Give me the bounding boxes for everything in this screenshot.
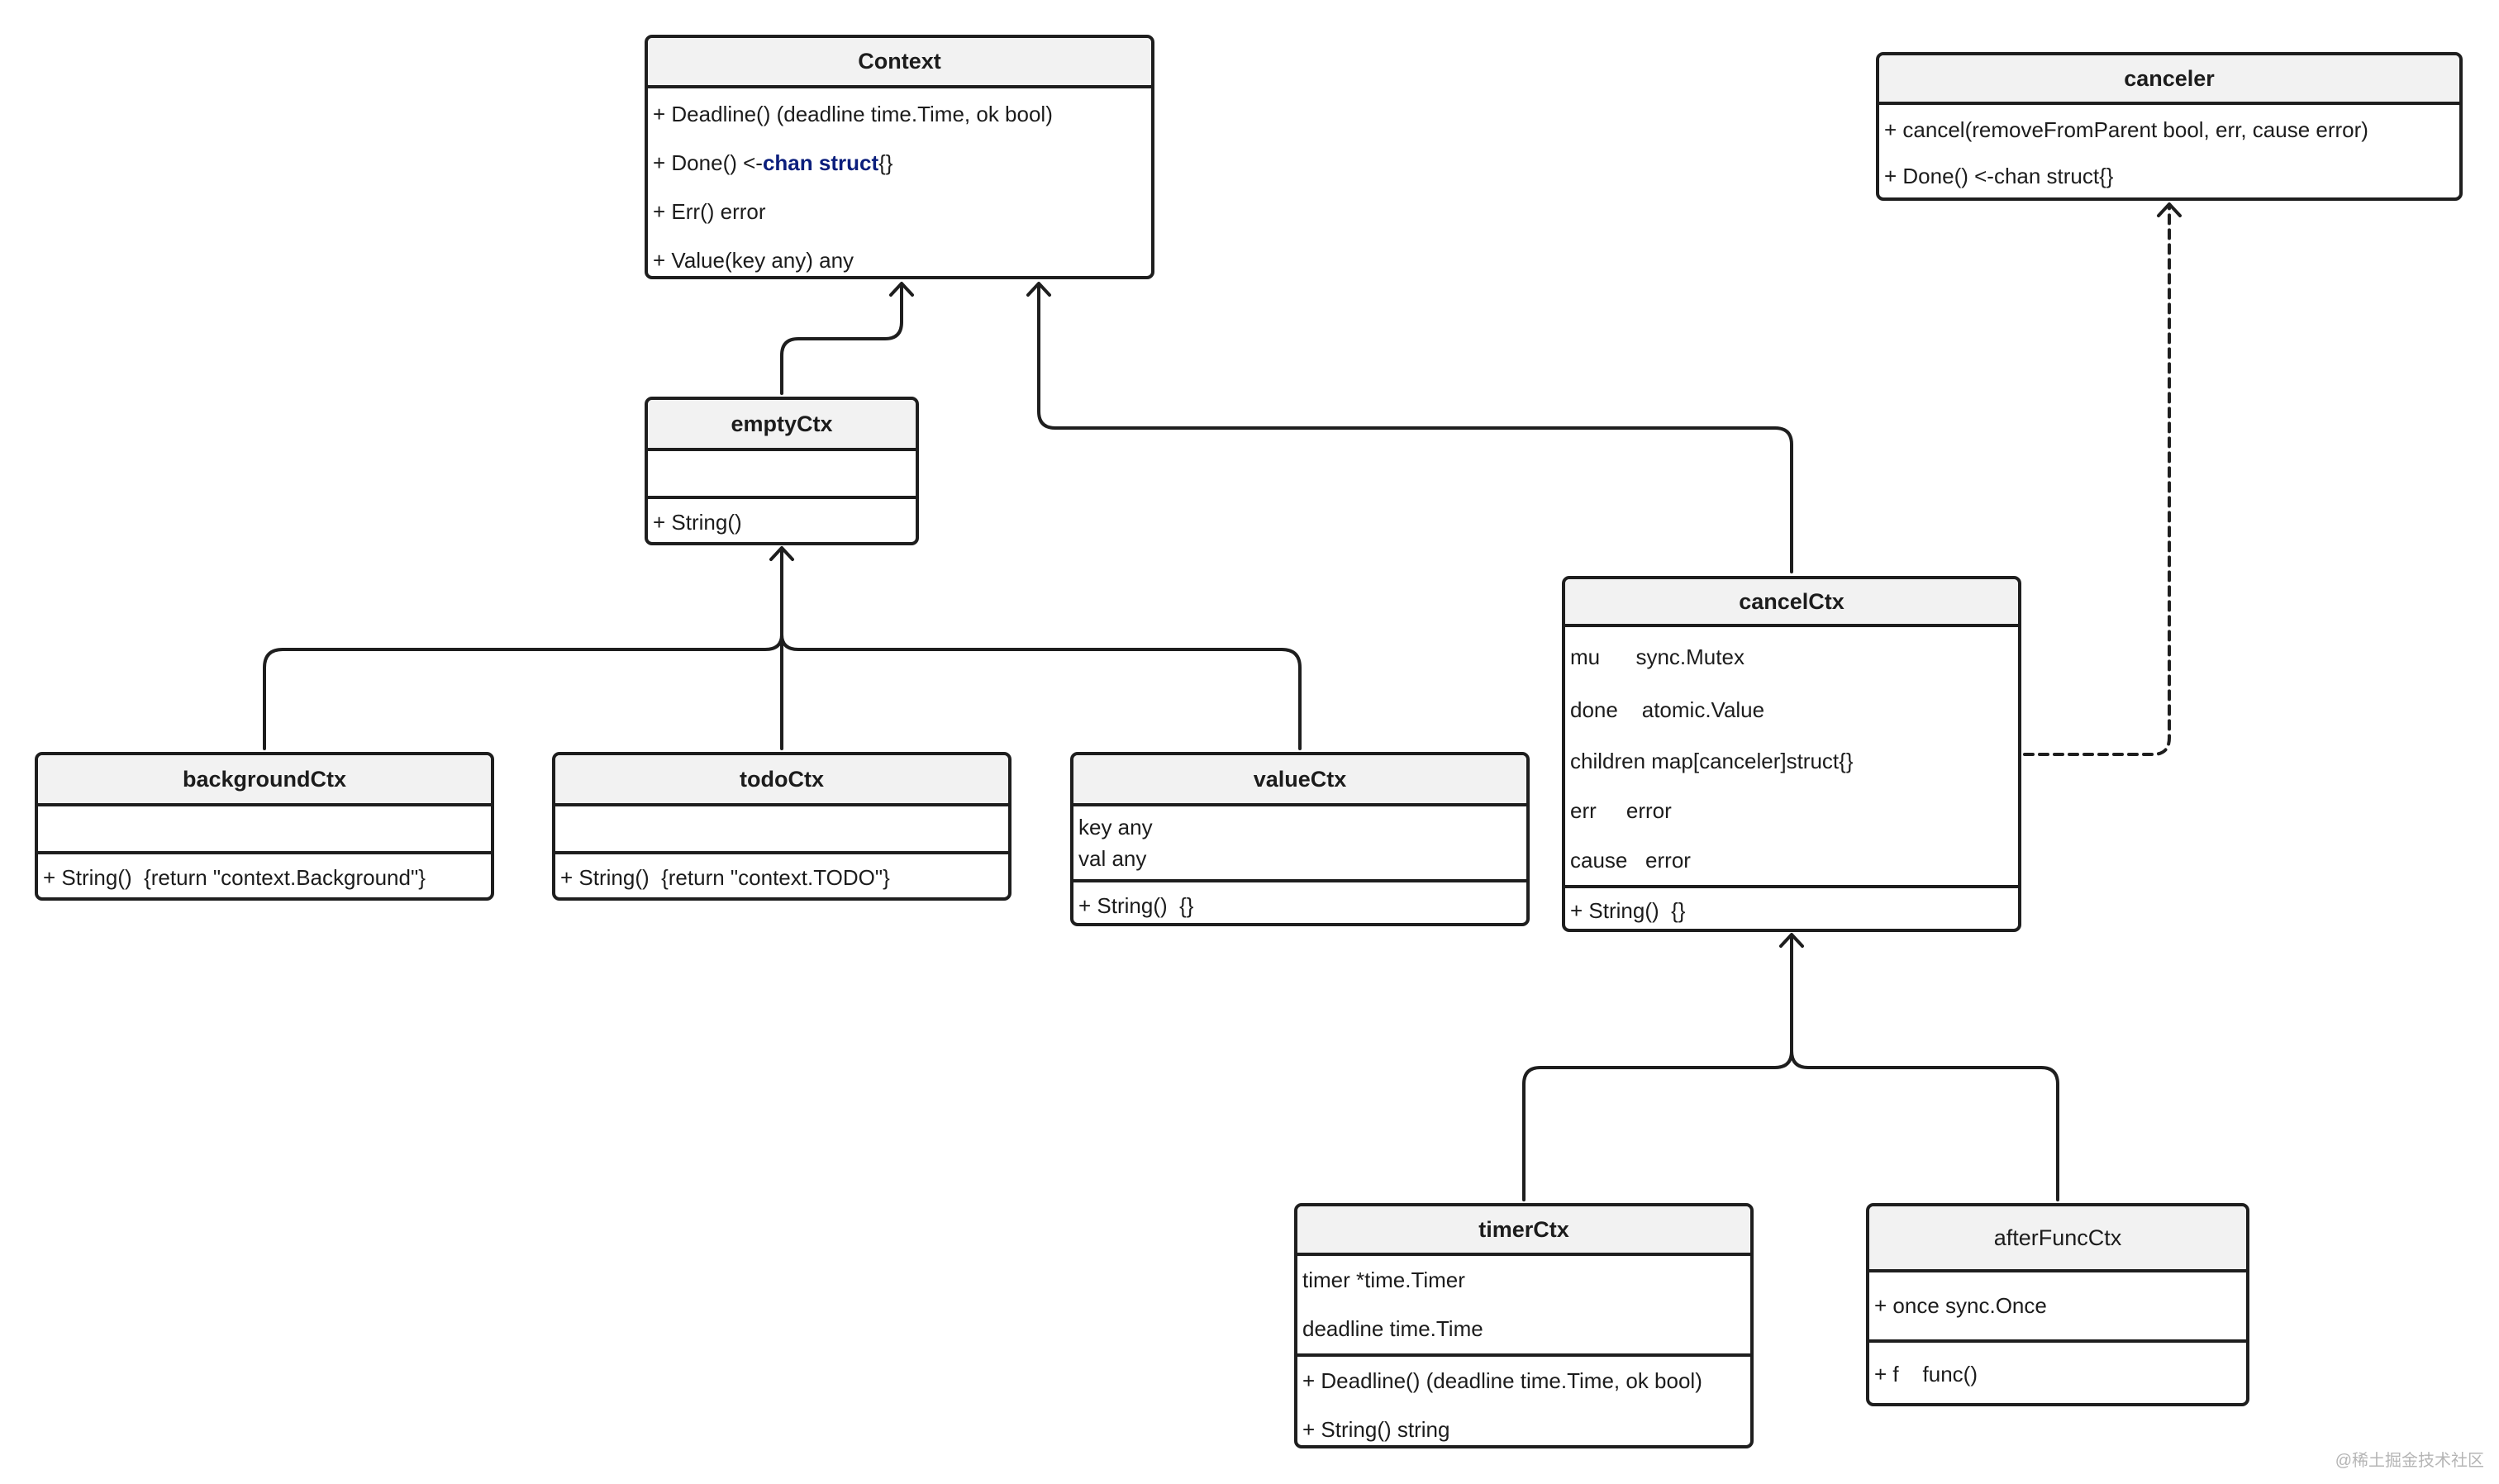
field-row: deadline time.Time xyxy=(1302,1316,1483,1341)
method-row: + f func() xyxy=(1874,1362,1978,1386)
class-emptyctx-title: emptyCtx xyxy=(648,400,916,451)
arrowhead-emptyctx xyxy=(769,546,794,561)
arrowhead-cancelctx xyxy=(1779,933,1804,948)
field-row: + once sync.Once xyxy=(1874,1293,2047,1318)
class-afterfuncctx-fields: + once sync.Once xyxy=(1869,1272,2246,1343)
class-emptyctx-fields xyxy=(648,451,916,499)
edge-valuectx-emptyctx xyxy=(780,633,1302,750)
class-cancelctx-methods: + String() {} xyxy=(1565,888,2018,929)
class-cancelctx-fields: mu sync.Mutex done atomic.Value children… xyxy=(1565,627,2018,888)
field-row: val any xyxy=(1078,846,1147,871)
method-row: + String() {return "context.Background"} xyxy=(43,865,426,890)
class-backgroundctx-title: backgroundCtx xyxy=(38,755,491,806)
method-row: + Deadline() (deadline time.Time, ok boo… xyxy=(1302,1368,1702,1393)
class-backgroundctx-fields xyxy=(38,806,491,854)
class-backgroundctx[interactable]: backgroundCtx + String() {return "contex… xyxy=(35,752,494,901)
watermark: @稀土掘金技术社区 xyxy=(2335,1452,2484,1470)
field-row: done atomic.Value xyxy=(1570,697,1765,722)
method-row: + Value(key any) any xyxy=(653,248,854,273)
field-row: children map[canceler]struct{} xyxy=(1570,749,1854,773)
method-row: + String() string xyxy=(1302,1417,1450,1442)
method-row: + String() {} xyxy=(1570,898,1686,923)
class-cancelctx[interactable]: cancelCtx mu sync.Mutex done atomic.Valu… xyxy=(1562,576,2021,932)
method-row: + cancel(removeFromParent bool, err, cau… xyxy=(1884,117,2368,142)
class-valuectx[interactable]: valueCtx key any val any + String() {} xyxy=(1070,752,1530,926)
class-emptyctx[interactable]: emptyCtx + String() xyxy=(645,397,919,545)
field-row: mu sync.Mutex xyxy=(1570,644,1745,669)
method-row: + String() {} xyxy=(1078,893,1194,918)
class-valuectx-methods: + String() {} xyxy=(1073,882,1526,923)
class-todoctx-fields xyxy=(555,806,1008,854)
edge-cancelctx-context xyxy=(1037,284,1793,573)
class-todoctx[interactable]: todoCtx + String() {return "context.TODO… xyxy=(552,752,1011,901)
class-todoctx-title: todoCtx xyxy=(555,755,1008,806)
arrowhead-cancelctx-context xyxy=(1026,282,1051,297)
class-afterfuncctx-title: afterFuncCtx xyxy=(1869,1206,2246,1272)
class-afterfuncctx[interactable]: afterFuncCtx + once sync.Once + f func() xyxy=(1866,1203,2249,1406)
class-backgroundctx-methods: + String() {return "context.Background"} xyxy=(38,854,491,897)
class-context[interactable]: Context + Deadline() (deadline time.Time… xyxy=(645,35,1154,279)
method-row: + Err() error xyxy=(653,199,766,224)
arrowhead-canceler xyxy=(2157,202,2182,217)
edge-backgroundctx-emptyctx xyxy=(263,633,783,750)
method-row: + Deadline() (deadline time.Time, ok boo… xyxy=(653,102,1053,126)
method-row: + Done() <-chan struct{} xyxy=(1884,164,2114,188)
class-timerctx[interactable]: timerCtx timer *time.Timer deadline time… xyxy=(1294,1203,1754,1448)
field-row: cause error xyxy=(1570,848,1691,873)
method-row: + Done() <-chan struct{} xyxy=(653,150,893,175)
class-canceler-methods: + cancel(removeFromParent bool, err, cau… xyxy=(1879,105,2459,197)
edge-cancelctx-canceler xyxy=(2023,205,2171,756)
method-row: + String() xyxy=(653,510,742,535)
class-todoctx-methods: + String() {return "context.TODO"} xyxy=(555,854,1008,897)
class-timerctx-fields: timer *time.Timer deadline time.Time xyxy=(1297,1256,1750,1357)
class-timerctx-title: timerCtx xyxy=(1297,1206,1750,1256)
class-valuectx-fields: key any val any xyxy=(1073,806,1526,882)
class-emptyctx-methods: + String() xyxy=(648,499,916,542)
class-canceler[interactable]: canceler + cancel(removeFromParent bool,… xyxy=(1876,52,2463,201)
class-cancelctx-title: cancelCtx xyxy=(1565,579,2018,627)
field-row: key any xyxy=(1078,815,1153,840)
edge-timerctx-cancelctx xyxy=(1522,1049,1793,1201)
class-valuectx-title: valueCtx xyxy=(1073,755,1526,806)
class-canceler-title: canceler xyxy=(1879,55,2459,105)
class-afterfuncctx-methods: + f func() xyxy=(1869,1343,2246,1403)
edge-emptyctx-context xyxy=(780,284,903,395)
arrowhead-emptyctx-context xyxy=(889,282,914,297)
field-row: err error xyxy=(1570,798,1672,823)
field-row: timer *time.Timer xyxy=(1302,1268,1465,1292)
method-row: + String() {return "context.TODO"} xyxy=(560,865,890,890)
class-timerctx-methods: + Deadline() (deadline time.Time, ok boo… xyxy=(1297,1357,1750,1445)
class-context-title: Context xyxy=(648,38,1151,88)
class-context-methods: + Deadline() (deadline time.Time, ok boo… xyxy=(648,88,1151,276)
edge-afterfuncctx-cancelctx xyxy=(1790,1049,2059,1201)
